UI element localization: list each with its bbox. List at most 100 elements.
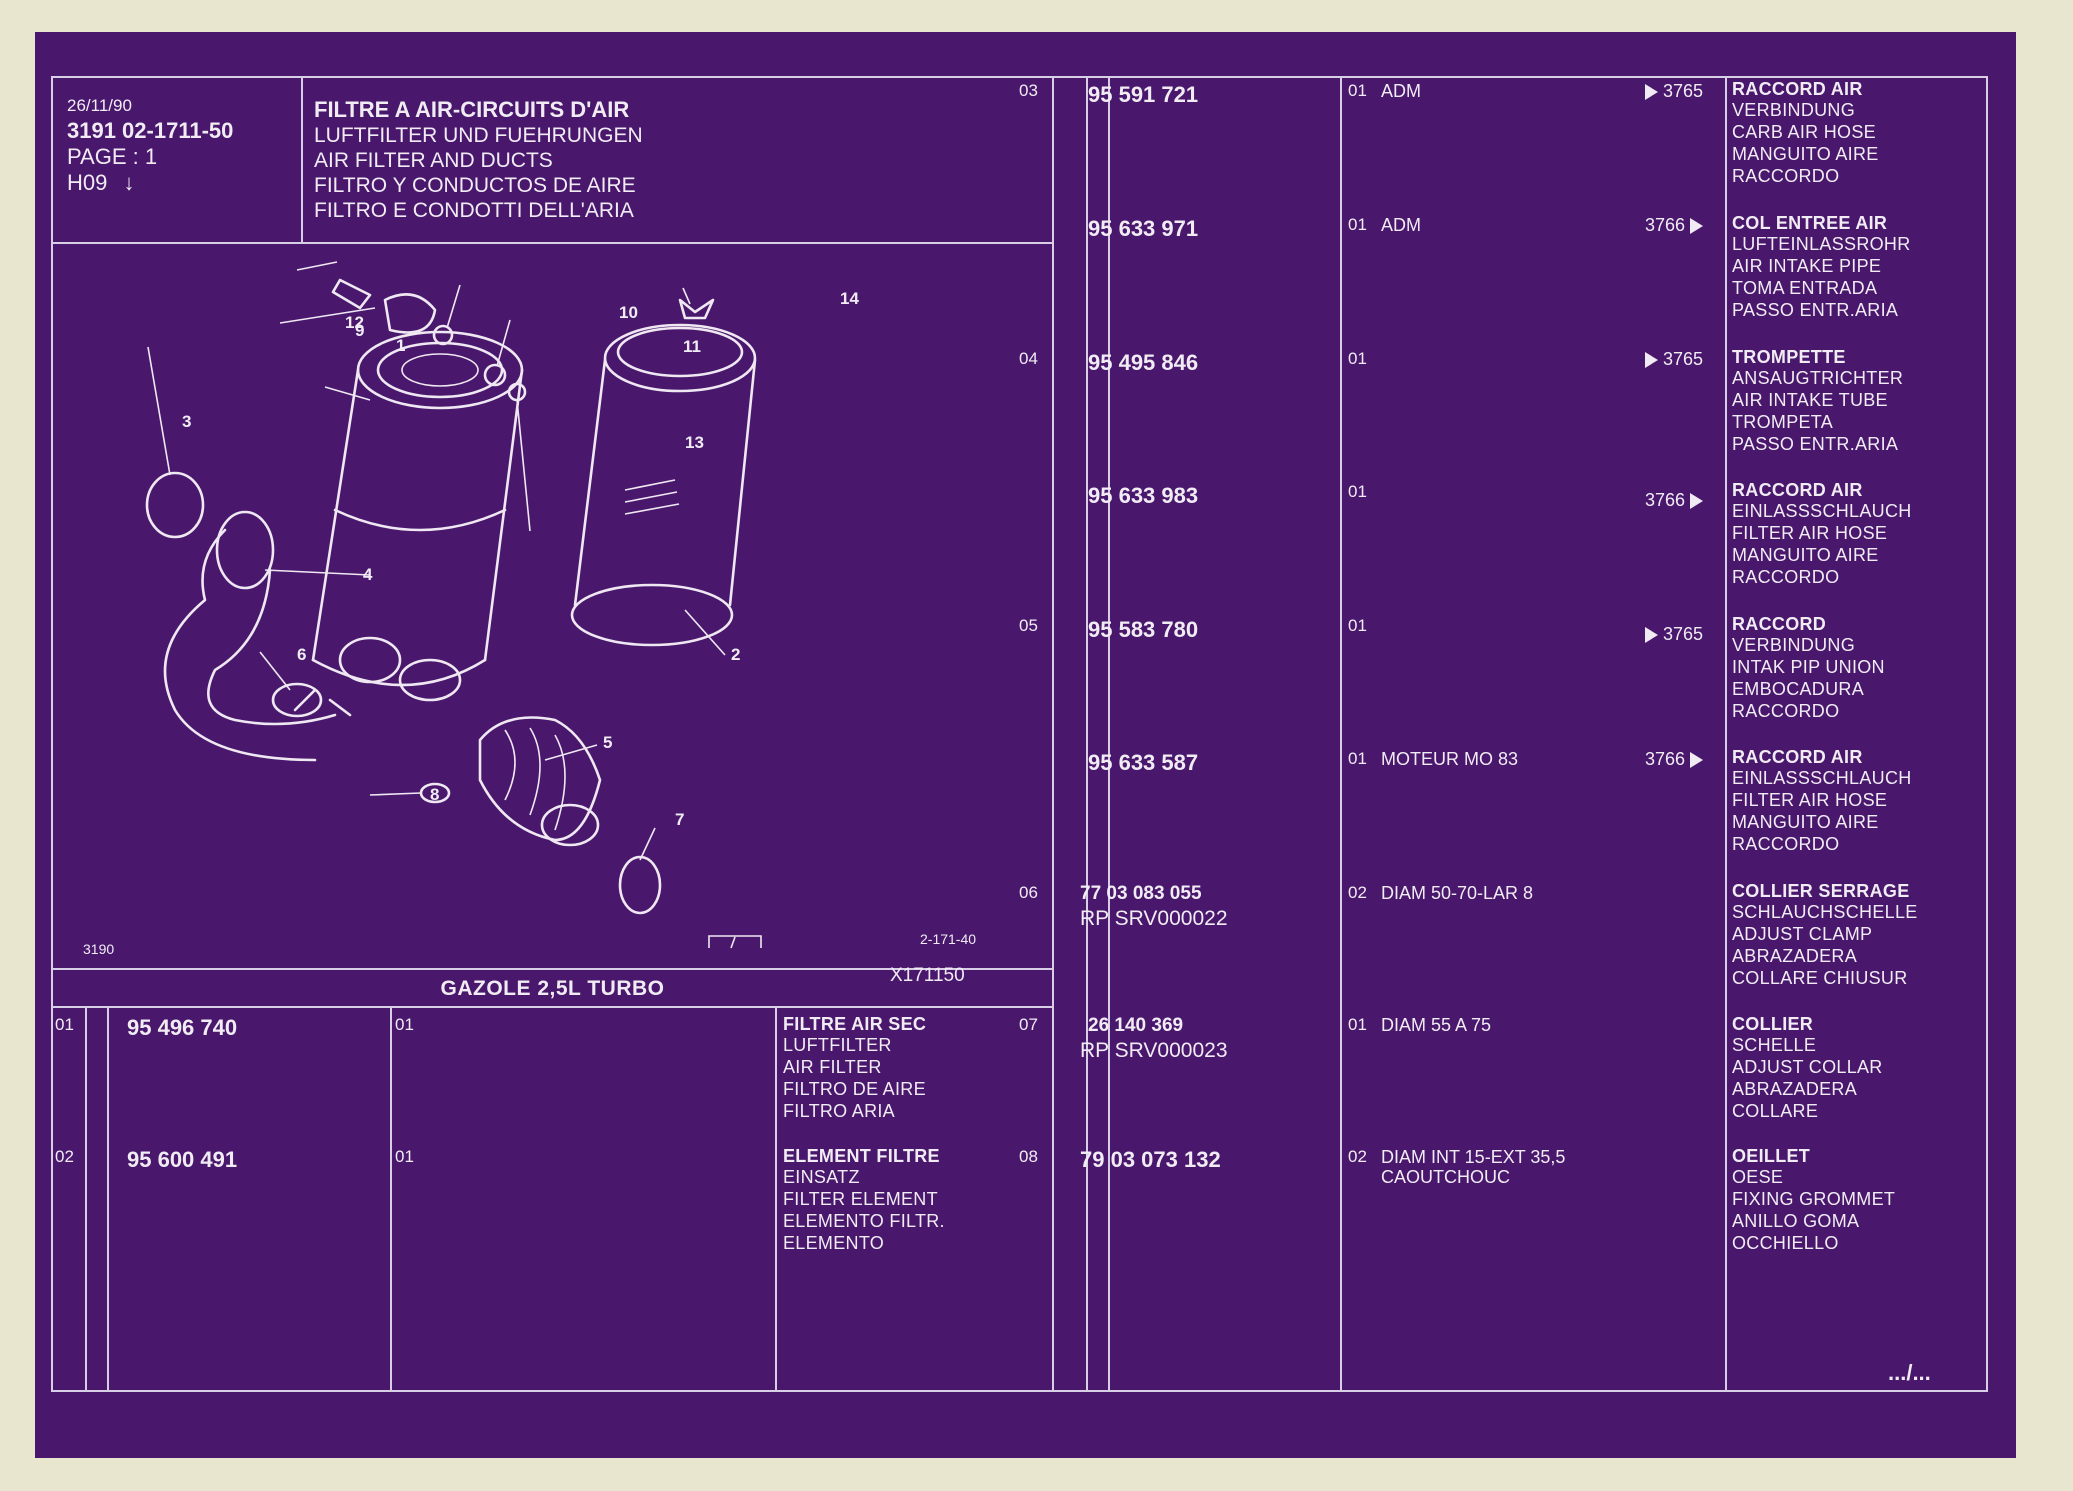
left-qty-col-line [390, 1006, 392, 1392]
description-line: MANGUITO AIRE [1732, 144, 1879, 164]
description-line: ANSAUGTRICHTER [1732, 368, 1904, 388]
part-number: 79 03 073 132 [1080, 1147, 1221, 1172]
variant: ADM [1381, 215, 1421, 235]
figure-bottom-line [51, 968, 1054, 970]
variant: DIAM 50-70-LAR 8 [1381, 883, 1534, 903]
description-line: VERBINDUNG [1732, 100, 1856, 120]
description-line: FILTRO ARIA [783, 1101, 895, 1121]
description-line: ADJUST COLLAR [1732, 1057, 1883, 1077]
description-line: FILTRO DE AIRE [783, 1079, 926, 1099]
callout-4: 4 [363, 565, 373, 584]
filter-element [570, 323, 757, 647]
callout-3: 3 [182, 412, 191, 431]
description-title: COLLIER [1732, 1014, 1814, 1034]
triangle-marker-icon [1645, 627, 1658, 644]
description-line: ABRAZADERA [1732, 946, 1858, 966]
description-line: MANGUITO AIRE [1732, 545, 1879, 565]
description-line: RACCORDO [1732, 834, 1840, 854]
description-line: INTAK PIP UNION [1732, 657, 1885, 677]
left-check-col-line [107, 1006, 109, 1392]
variant: DIAM INT 15-EXT 35,5 [1381, 1147, 1566, 1167]
triangle-marker-icon [1690, 493, 1704, 510]
variant-marker: 3765 [1645, 350, 1703, 369]
description-line: AIR FILTER [783, 1057, 882, 1077]
callout-12: 12 [345, 313, 364, 332]
variant-marker: 3766 [1645, 215, 1704, 235]
continuation-mark: .../... [1888, 1360, 1931, 1385]
item-number: 03 [1019, 81, 1038, 100]
left-item-col-line [85, 1006, 87, 1392]
part-number: 95 633 971 [1088, 216, 1199, 241]
description-line: FILTER AIR HOSE [1732, 523, 1888, 543]
callout-5: 5 [603, 733, 612, 752]
description-line: ELEMENTO FILTR. [783, 1211, 945, 1231]
header-section-code: H09 [67, 170, 108, 195]
description-line: ABRAZADERA [1732, 1079, 1858, 1099]
scale-bracket [708, 935, 762, 949]
item-number: 06 [1019, 883, 1038, 902]
part-number: 77 03 083 055 [1080, 883, 1202, 904]
down-arrow-icon: ↓ [123, 170, 135, 195]
description-line: EINLASSSCHLAUCH [1732, 501, 1912, 521]
part-number: 95 633 983 [1088, 483, 1199, 508]
right-qty-col-line [1340, 76, 1342, 1392]
marker-code: 3765 [1663, 624, 1704, 644]
description-line: COLLARE CHIUSUR [1732, 968, 1908, 988]
description-title: RACCORD AIR [1732, 480, 1863, 500]
description-line: RACCORDO [1732, 567, 1840, 587]
title-line: AIR FILTER AND DUCTS [314, 149, 553, 172]
callout-7: 7 [675, 810, 684, 829]
quantity: 01 [1348, 616, 1367, 635]
section-label-bottom-line [51, 1006, 1054, 1008]
header-page: PAGE : 1 [67, 144, 158, 169]
quantity: 01 [395, 1147, 414, 1166]
item-number: 08 [1019, 1147, 1038, 1166]
description-line: FIXING GROMMET [1732, 1189, 1896, 1209]
variant: MOTEUR MO 83 [1381, 749, 1519, 769]
right-item-col-line [1086, 76, 1088, 1392]
marker-code: 3766 [1645, 215, 1686, 235]
bracket-9 [383, 293, 437, 334]
figure-sheet-code: 3190 [83, 941, 115, 957]
title-line: FILTRO Y CONDUCTOS DE AIRE [314, 174, 636, 197]
marker-code: 3765 [1663, 81, 1704, 101]
description-title: ELEMENT FILTRE [783, 1146, 940, 1166]
description-title: TROMPETTE [1732, 347, 1846, 367]
header-column-divider [301, 76, 303, 244]
triangle-marker-icon [1645, 352, 1658, 369]
variant-material: CAOUTCHOUC [1381, 1167, 1510, 1187]
description-line: EINLASSSCHLAUCH [1732, 768, 1912, 788]
parts-catalog-sheet: 26/11/90 3191 02-1711-50 PAGE : 1 H09 ↓ … [35, 32, 2016, 1458]
variant-marker: 3766 [1645, 749, 1704, 769]
title-main: FILTRE A AIR-CIRCUITS D'AIR [314, 97, 630, 122]
part-number: 95 591 721 [1088, 82, 1199, 107]
description-line: COLLARE [1732, 1101, 1819, 1121]
marker-code: 3766 [1645, 749, 1686, 769]
part-number: 95 583 780 [1088, 617, 1199, 642]
left-desc-col-line [775, 1006, 777, 1392]
header-section: H09 ↓ [67, 172, 134, 194]
figure-plate-code: 2-171-40 [920, 931, 977, 947]
item-number: 05 [1019, 616, 1038, 635]
callout-10: 10 [619, 303, 638, 322]
item-number: 02 [55, 1147, 74, 1166]
description-line: EMBOCADURA [1732, 679, 1865, 699]
quantity: 01 [395, 1015, 414, 1034]
quantity: 01 [1348, 482, 1367, 501]
description-line: TROMPETA [1732, 412, 1834, 432]
replacement-reference: RP SRV000023 [1080, 1039, 1228, 1062]
part-number: 95 495 846 [1088, 350, 1199, 375]
callout-11: 11 [683, 337, 701, 356]
replacement-reference: RP SRV000022 [1080, 907, 1228, 930]
description-title: FILTRE AIR SEC [783, 1014, 927, 1034]
quantity: 01 [1348, 749, 1367, 768]
description-line: SCHELLE [1732, 1035, 1817, 1055]
description-line: MANGUITO AIRE [1732, 812, 1879, 832]
title-line: FILTRO E CONDOTTI DELL'ARIA [314, 199, 634, 222]
quantity: 01 [1348, 81, 1367, 100]
description-line: EINSATZ [783, 1167, 860, 1187]
description-line: FILTER ELEMENT [783, 1189, 938, 1209]
bellows-duct-5 [478, 716, 602, 847]
part-number: 95 496 740 [127, 1015, 238, 1040]
right-desc-col-line [1725, 76, 1727, 1392]
